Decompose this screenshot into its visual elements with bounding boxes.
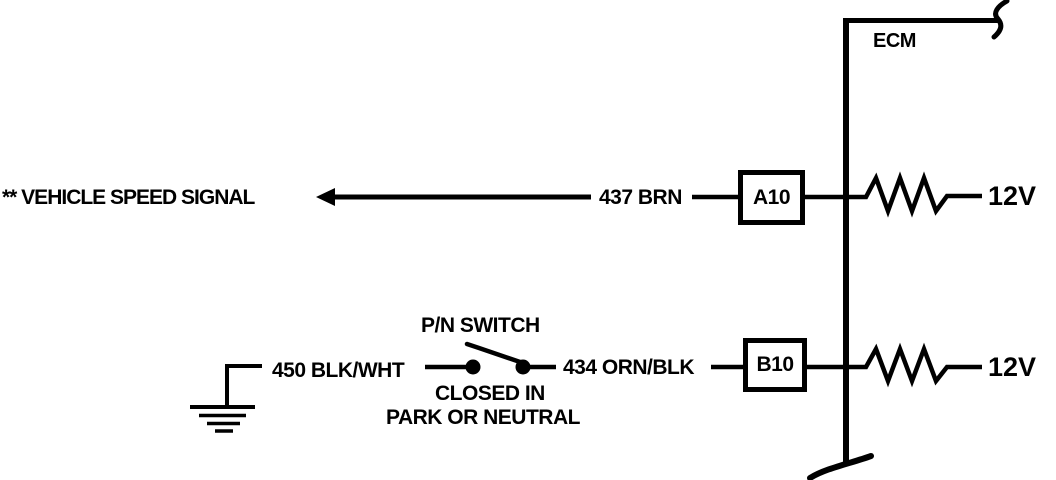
ecm-boundary <box>807 0 1010 480</box>
resistor-icon <box>803 171 982 218</box>
wire-break-icon <box>807 453 874 480</box>
speed-signal-circuit <box>316 170 982 225</box>
switch-blade-icon <box>464 341 529 367</box>
wire-437-label: 437 BRN <box>599 186 682 209</box>
voltage-12v-bottom-label: 12V <box>988 352 1037 382</box>
vehicle-speed-signal-label: ** VEHICLE SPEED SIGNAL <box>2 186 255 209</box>
wire-450-label: 450 BLK/WHT <box>272 359 405 382</box>
terminal-a10-box <box>738 170 805 225</box>
wire-434-label: 434 ORN/BLK <box>563 356 695 379</box>
voltage-12v-top-label: 12V <box>988 181 1037 211</box>
arrow-left-icon <box>316 188 335 206</box>
switch-note-line1: CLOSED IN <box>435 382 545 405</box>
pn-switch-circuit <box>190 338 982 433</box>
ecm-label: ECM <box>873 30 916 52</box>
resistor-icon <box>805 342 982 388</box>
switch-note-line2: PARK OR NEUTRAL <box>386 406 580 429</box>
pn-switch-label: P/N SWITCH <box>421 314 540 337</box>
terminal-b10-label: B10 <box>756 353 794 376</box>
ground-icon <box>225 364 262 407</box>
terminal-b10-box <box>743 338 807 392</box>
wire-break-icon <box>991 0 1010 40</box>
switch-contact-left <box>465 359 481 375</box>
terminal-a10-label: A10 <box>752 185 791 209</box>
